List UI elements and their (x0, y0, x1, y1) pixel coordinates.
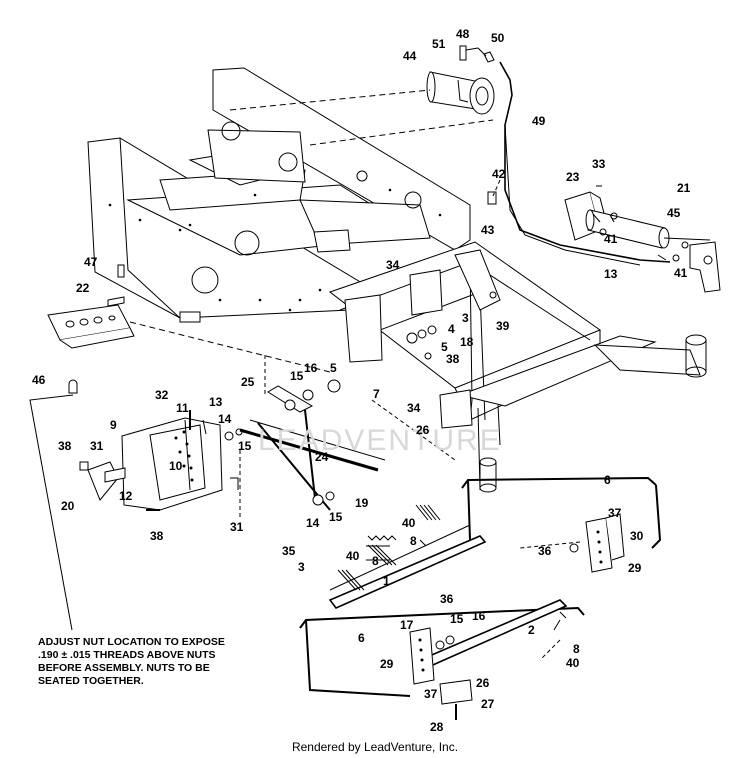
callout-38: 38 (446, 352, 460, 366)
callout-20: 20 (61, 499, 75, 513)
callout-28: 28 (430, 720, 444, 734)
callout-16: 16 (472, 609, 486, 623)
callout-40: 40 (566, 656, 580, 670)
callout-13: 13 (604, 267, 618, 281)
callout-22: 22 (76, 281, 90, 295)
assembly-note: ADJUST NUT LOCATION TO EXPOSE .190 ± .01… (38, 636, 238, 688)
callout-9: 9 (110, 418, 117, 432)
callout-25: 25 (241, 375, 255, 389)
callout-35: 35 (282, 544, 296, 558)
callout-27: 27 (481, 697, 495, 711)
callout-36: 36 (538, 544, 552, 558)
callout-42: 42 (492, 167, 506, 181)
callout-51: 51 (432, 37, 446, 51)
callout-17: 17 (400, 618, 414, 632)
callout-14: 14 (218, 412, 232, 426)
callout-18: 18 (460, 335, 474, 349)
callout-50: 50 (491, 31, 505, 45)
callout-15: 15 (238, 439, 252, 453)
callout-10: 10 (169, 459, 183, 473)
left-parts (29, 264, 243, 631)
callout-40: 40 (402, 516, 416, 530)
callout-15: 15 (290, 369, 304, 383)
callout-41: 41 (604, 232, 618, 246)
callout-5: 5 (330, 361, 337, 375)
callout-7: 7 (373, 387, 380, 401)
callout-15: 15 (329, 510, 343, 524)
centre-linkage (239, 325, 456, 520)
callout-44: 44 (403, 49, 417, 63)
footer-credit: Rendered by LeadVenture, Inc. (291, 740, 459, 754)
lower-linkage (299, 476, 662, 720)
callout-1: 1 (383, 574, 390, 588)
callout-13: 13 (209, 395, 223, 409)
callout-26: 26 (416, 423, 430, 437)
callout-6: 6 (604, 473, 611, 487)
callout-31: 31 (90, 439, 104, 453)
note-line: BEFORE ASSEMBLY. NUTS TO BE (38, 662, 210, 674)
main-frame (87, 67, 707, 493)
callout-49: 49 (532, 114, 546, 128)
callout-19: 19 (355, 496, 369, 510)
callout-29: 29 (628, 561, 642, 575)
callout-43: 43 (481, 223, 495, 237)
callout-8: 8 (410, 534, 417, 548)
callout-45: 45 (667, 206, 681, 220)
callout-12: 12 (119, 489, 133, 503)
callout-41: 41 (674, 266, 688, 280)
callout-3: 3 (298, 560, 305, 574)
callout-11: 11 (176, 401, 189, 415)
callout-33: 33 (592, 157, 606, 171)
callout-39: 39 (496, 319, 510, 333)
callout-34: 34 (386, 258, 400, 272)
callout-16: 16 (304, 361, 318, 375)
callout-23: 23 (566, 170, 580, 184)
callout-3: 3 (462, 311, 469, 325)
callout-5: 5 (441, 340, 448, 354)
top-right-assembly (229, 45, 721, 293)
callout-38: 38 (150, 529, 164, 543)
callout-36: 36 (440, 592, 454, 606)
callout-24: 24 (315, 450, 329, 464)
callout-46: 46 (32, 373, 46, 387)
callout-30: 30 (630, 529, 644, 543)
callout-26: 26 (476, 676, 490, 690)
note-line: ADJUST NUT LOCATION TO EXPOSE (38, 636, 225, 648)
callout-34: 34 (407, 401, 421, 415)
note-line: .190 ± .015 THREADS ABOVE NUTS (38, 649, 216, 661)
callout-37: 37 (424, 687, 438, 701)
callout-15: 15 (450, 612, 464, 626)
callout-38: 38 (58, 439, 72, 453)
callout-32: 32 (155, 388, 169, 402)
callout-14: 14 (306, 516, 320, 530)
callout-2: 2 (528, 623, 535, 637)
note-line: SEATED TOGETHER. (38, 675, 144, 687)
callout-29: 29 (380, 657, 394, 671)
callout-40: 40 (346, 549, 360, 563)
callout-31: 31 (230, 520, 244, 534)
callout-21: 21 (677, 181, 691, 195)
callout-47: 47 (84, 255, 98, 269)
callout-48: 48 (456, 27, 470, 41)
callout-8: 8 (372, 554, 379, 568)
watermark-text: LEADVENTURE (258, 424, 502, 457)
callout-6: 6 (358, 631, 365, 645)
callout-4: 4 (448, 322, 455, 336)
callout-37: 37 (608, 506, 622, 520)
callout-8: 8 (573, 642, 580, 656)
